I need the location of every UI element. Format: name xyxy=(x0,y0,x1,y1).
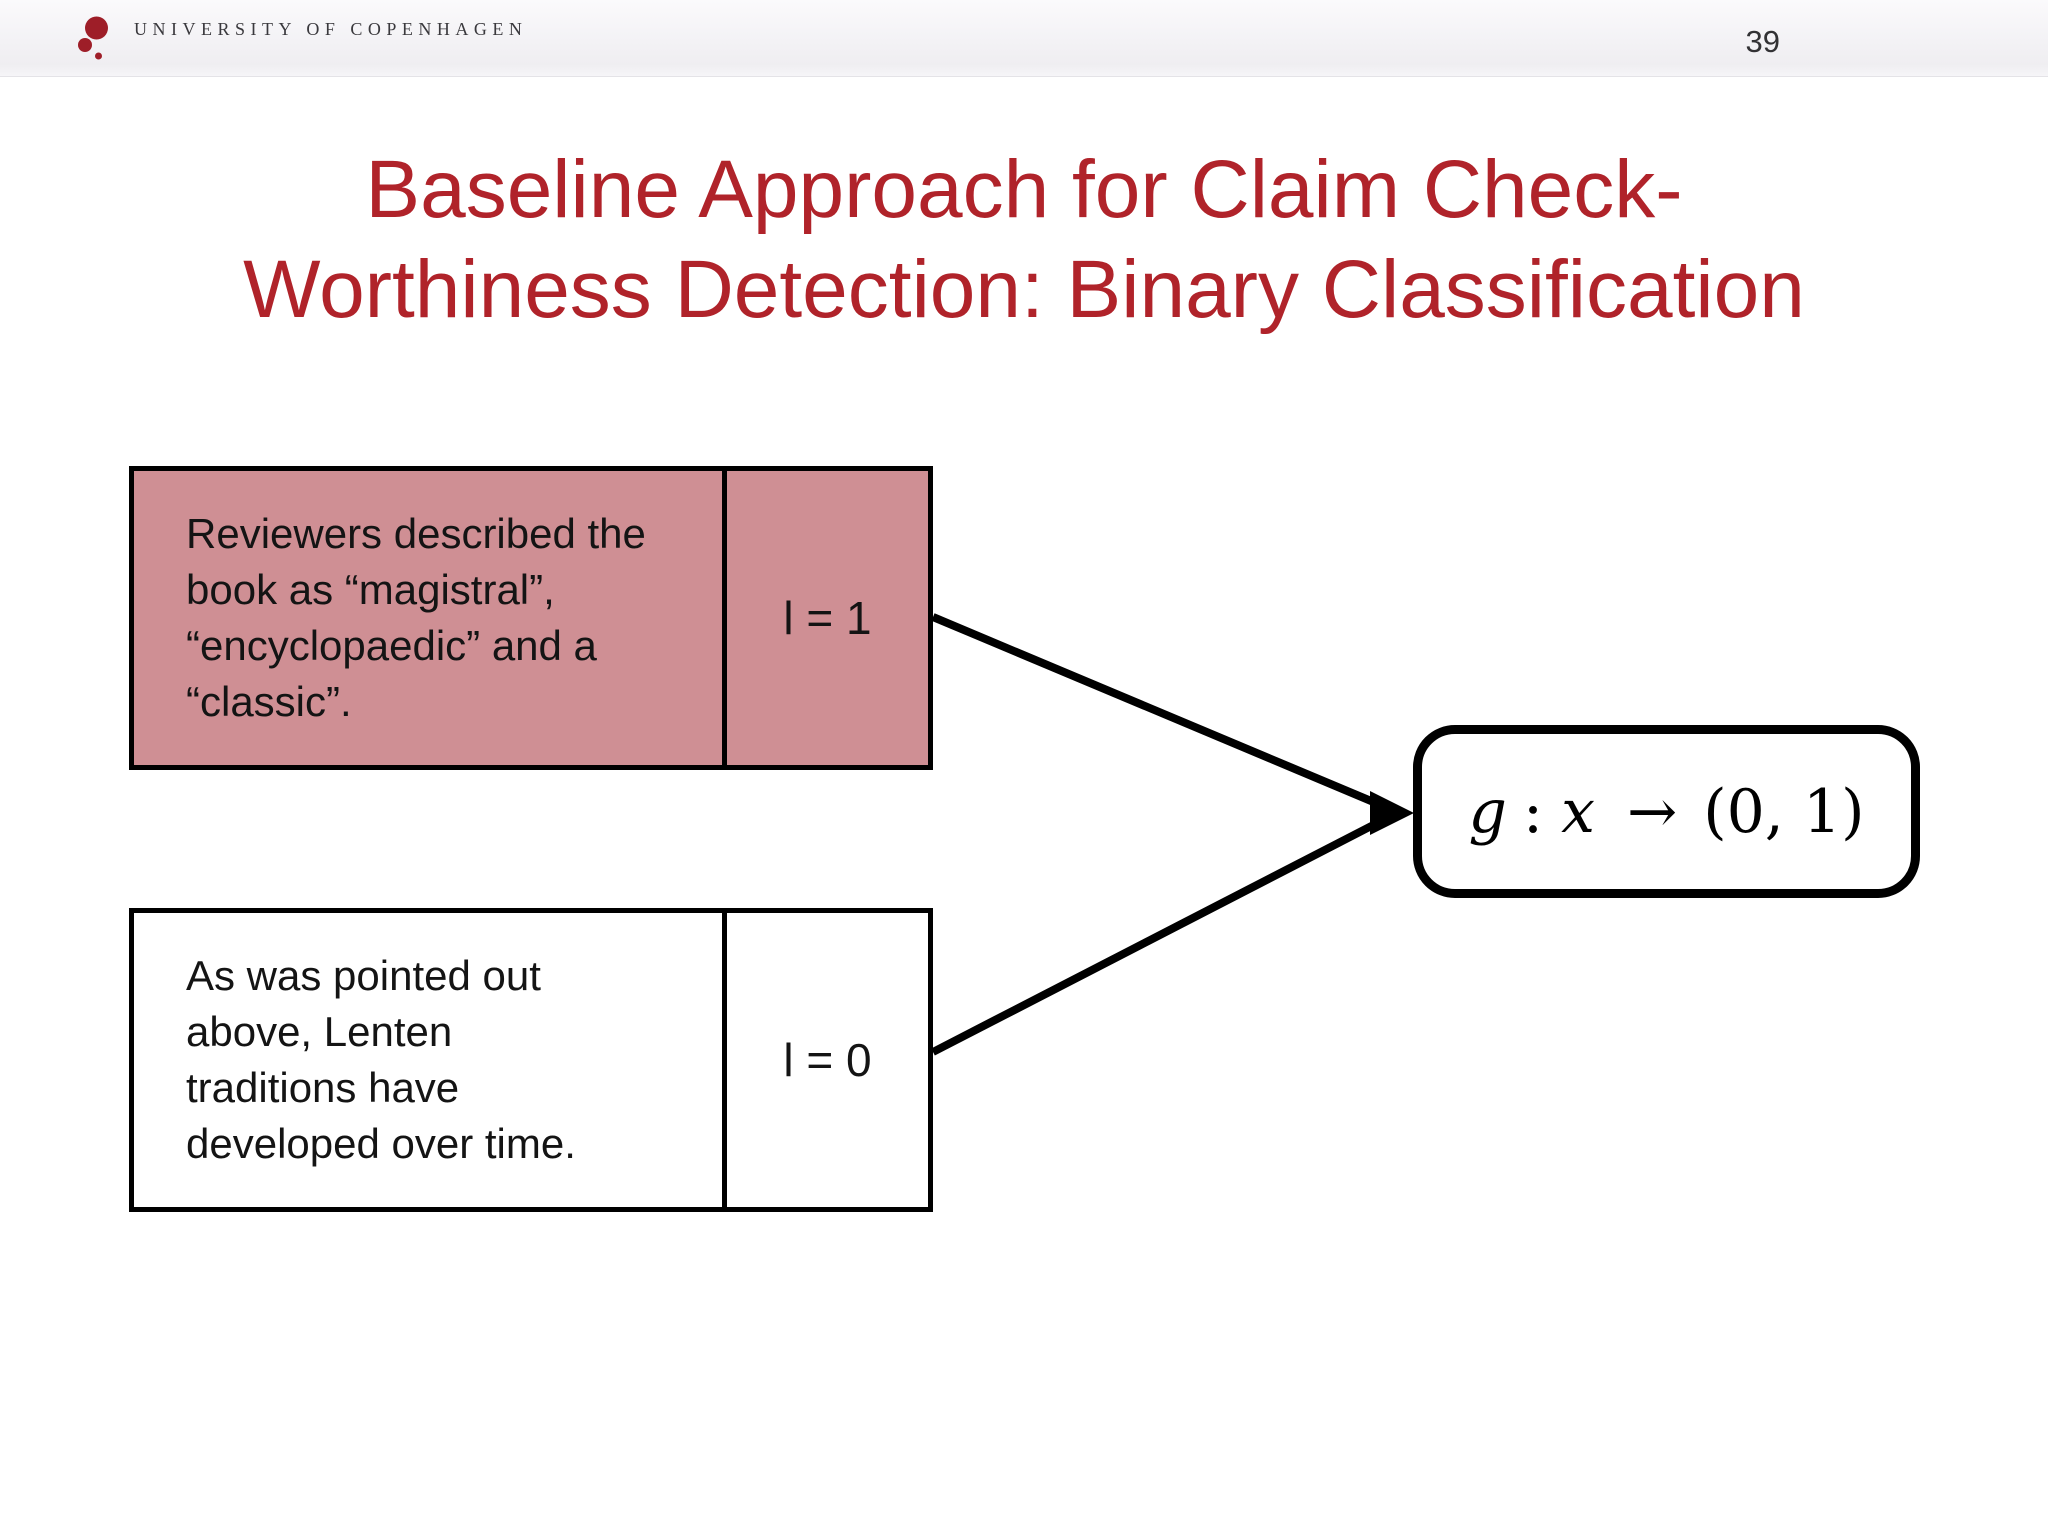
positive-example-box: Reviewers described the book as “magistr… xyxy=(129,466,933,770)
math-colon: : xyxy=(1522,776,1544,847)
slide-page-number: 39 xyxy=(1745,24,1780,59)
slide-title-line1: Baseline Approach for Claim Check- xyxy=(365,144,1683,235)
negative-example-box: As was pointed out above, Lenten traditi… xyxy=(129,908,933,1212)
slide-title: Baseline Approach for Claim Check- Worth… xyxy=(0,140,2048,340)
positive-example-label: l = 1 xyxy=(783,592,872,644)
university-name: UNIVERSITY OF COPENHAGEN xyxy=(134,19,528,39)
math-g: g xyxy=(1468,776,1507,847)
positive-example-text: Reviewers described the book as “magistr… xyxy=(134,471,727,765)
math-range: (0, 1) xyxy=(1703,776,1865,847)
arrow-from-positive xyxy=(931,613,1385,810)
university-logo-icon xyxy=(78,16,108,60)
negative-example-label: l = 0 xyxy=(783,1034,872,1086)
slide-header: UNIVERSITY OF COPENHAGEN 39 xyxy=(0,0,2048,77)
classifier-function-node: g : x → (0, 1) xyxy=(1413,725,1920,898)
arrow-from-negative xyxy=(931,816,1385,1056)
slide-title-line2: Worthiness Detection: Binary Classificat… xyxy=(243,244,1805,335)
negative-example-text: As was pointed out above, Lenten traditi… xyxy=(134,913,727,1207)
arrowhead-icon xyxy=(1370,791,1414,835)
math-x: x xyxy=(1561,776,1595,847)
math-arrow: → xyxy=(1626,776,1678,847)
